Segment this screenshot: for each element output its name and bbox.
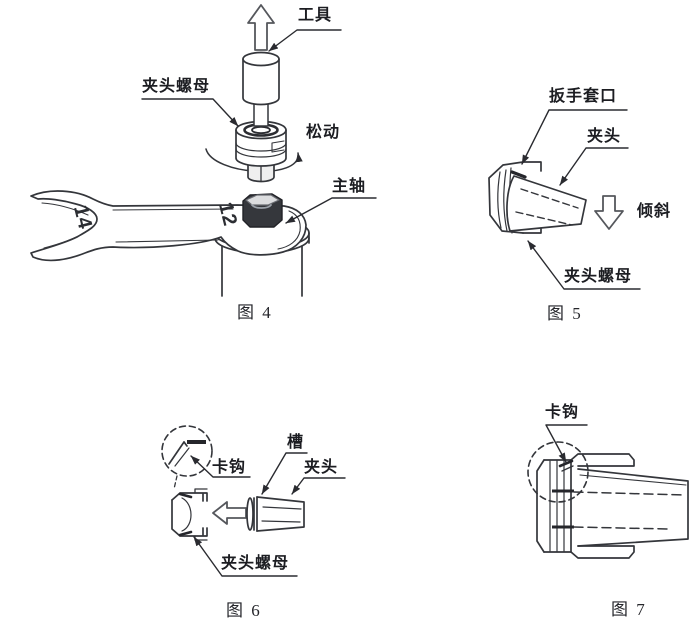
fig7-caption: 图 7 [611,600,647,619]
collet-nut-stub [247,161,275,183]
wrench-drawing [30,190,307,262]
fig5-label-collet-nut: 夹头螺母 [564,268,633,285]
fig7-label-hook: 卡钩 [545,404,580,421]
fig6-drawing [161,425,346,577]
fig5-label-wrench-socket: 扳手套口 [549,88,618,105]
collet-nut-drawing [171,488,208,541]
fig6-label-groove: 槽 [287,434,305,451]
collet-leader [291,477,346,495]
collet-drawing [552,468,689,547]
spindle-leader [285,197,377,224]
collet-leader [559,147,629,186]
spindle-nut-drawing [242,193,283,228]
fig6-label-collet-nut: 夹头螺母 [221,555,290,572]
fig5-caption: 图 5 [547,304,583,323]
collet-nut-drawing [235,120,287,167]
fig6-label-hook: 卡钩 [212,459,247,476]
fig4-label-tool: 工具 [298,7,333,24]
hook-detail-circle [161,425,213,490]
fig4-caption: 图 4 [237,303,273,322]
collet-nut-leader [193,536,298,577]
fig7-leader-lines [545,424,588,463]
wrench-socket-flat-top [522,161,542,172]
hook-detail-circle [527,441,589,503]
tool-leader [268,29,342,52]
fig4-label-spindle: 主轴 [332,178,367,195]
fig7-drawing [527,424,689,559]
fig6-leader-lines [190,452,346,577]
fig5-label-tilt: 倾斜 [637,203,672,220]
fig5-leader-lines [521,109,641,290]
collet-nut-leader [141,98,239,127]
fig6-label-collet: 夹头 [304,459,339,476]
insert-left-arrow [212,501,247,525]
hook-leader [545,424,588,463]
fig4-leader-lines [141,29,377,224]
groove-leader [261,452,308,495]
fig4-label-loosen: 松动 [306,124,341,141]
tool-drawing [242,51,280,127]
fig5-label-collet: 夹头 [587,128,622,145]
tilt-down-arrow [594,195,624,230]
fig6-caption: 图 6 [226,601,262,620]
collet-nut-leader [527,240,641,290]
wrench-socket-leader [521,109,628,165]
fig5-drawing [488,109,641,290]
fig4-label-collet-nut: 夹头螺母 [142,78,211,95]
pull-up-arrow [247,4,275,51]
collet-drawing [506,175,587,232]
hook-leader [190,455,251,478]
fig4-drawing [30,4,377,297]
collet-drawing [246,496,305,532]
